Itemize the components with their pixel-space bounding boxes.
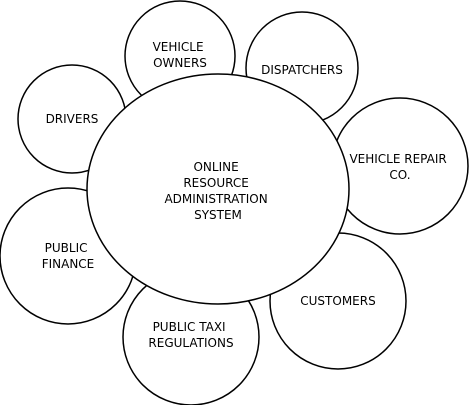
node-label-line: REGULATIONS xyxy=(148,336,233,350)
node-label-line: CUSTOMERS xyxy=(300,294,375,308)
center-label-line: ADMINISTRATION xyxy=(164,192,267,206)
svg-text:DISPATCHERS: DISPATCHERS xyxy=(261,63,343,77)
svg-text:CUSTOMERS: CUSTOMERS xyxy=(300,294,375,308)
svg-text:VEHICLE REPAIR CO.: VEHICLE REPAIR CO. xyxy=(349,152,450,182)
node-label-line: OWNERS xyxy=(153,56,207,70)
node-label-line: DRIVERS xyxy=(46,112,99,126)
node-label-line: CO. xyxy=(389,168,410,182)
svg-text:ONLINE RESOURCE AD: ONLINE RESOURCE ADMINISTRATION SYSTEM xyxy=(164,160,271,222)
svg-text:PUBLIC TAXI REGULATIONS: PUBLIC TAXI REGULATIONS xyxy=(148,320,233,350)
svg-text:VEHICLE OWNERS: VEHICLE OWNERS xyxy=(153,40,208,70)
center-label-line: SYSTEM xyxy=(194,208,242,222)
center-node: ONLINE RESOURCE ADMINISTRATION SYSTEM xyxy=(86,73,350,305)
svg-text:PUBLIC FINANCE: PUBLIC FINANCE xyxy=(42,241,95,271)
node-label-line: DISPATCHERS xyxy=(261,63,343,77)
svg-text:DRIVERS: DRIVERS xyxy=(46,112,99,126)
node-vehicle-repair-co: VEHICLE REPAIR CO. xyxy=(331,97,469,235)
node-label-line: PUBLIC TAXI xyxy=(153,320,226,334)
node-label-line: PUBLIC xyxy=(45,241,88,255)
center-label-line: RESOURCE xyxy=(183,176,248,190)
center-label-line: ONLINE xyxy=(193,160,238,174)
node-label-line: FINANCE xyxy=(42,257,95,271)
node-label-line: VEHICLE xyxy=(153,40,204,54)
node-label-line: VEHICLE REPAIR xyxy=(349,152,446,166)
